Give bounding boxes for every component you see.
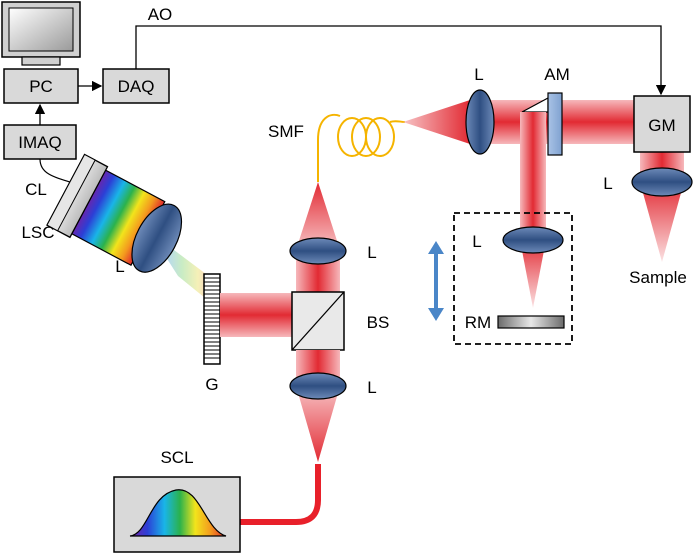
reference-arm-box — [453, 212, 573, 345]
daq-box: DAQ — [102, 68, 170, 104]
translation-arrow-icon — [428, 241, 444, 321]
lens-top — [289, 237, 347, 265]
lens-sample-label: L — [603, 174, 612, 193]
scl-source-box — [113, 476, 241, 553]
am-label: AM — [544, 65, 570, 84]
scl-spectrum-icon — [129, 489, 227, 537]
lens-bottom-label: L — [367, 378, 376, 397]
lens-reference — [502, 226, 564, 254]
gm-label: GM — [648, 116, 675, 135]
gm-box: GM — [633, 95, 691, 153]
source-fiber — [240, 464, 321, 525]
lens-collimator-label: L — [474, 65, 483, 84]
reference-mirror — [497, 315, 565, 329]
scl-label: SCL — [160, 448, 193, 467]
lens-reference-label: L — [472, 232, 481, 251]
imaq-label: IMAQ — [18, 133, 61, 152]
monitor-icon — [1, 1, 81, 66]
cone-sample — [640, 182, 684, 262]
beam-reference — [520, 112, 546, 240]
lens-bottom — [289, 372, 347, 400]
am-plate — [547, 92, 563, 156]
lsc-lens-label: L — [115, 257, 124, 276]
lens-sample — [631, 167, 693, 197]
grating — [203, 273, 221, 365]
bs-label: BS — [367, 313, 390, 332]
smf-fiber — [317, 113, 406, 182]
cone-bottom — [296, 386, 340, 462]
daq-label: DAQ — [118, 77, 155, 96]
imaq-box: IMAQ — [3, 124, 77, 160]
grating-label: G — [205, 375, 218, 394]
lsc-camera — [46, 153, 183, 273]
lsc-label: LSC — [21, 223, 54, 242]
rm-label: RM — [465, 313, 491, 332]
lens-collimator — [465, 89, 495, 155]
cl-label: CL — [25, 180, 47, 199]
lens-top-label: L — [367, 243, 376, 262]
sample-label: Sample — [629, 268, 687, 287]
smf-label: SMF — [268, 122, 304, 141]
beam-grating-bs — [220, 293, 292, 337]
ao-line — [135, 25, 667, 96]
cone-collimator — [403, 100, 470, 144]
ao-label: AO — [148, 5, 173, 24]
cone-reference — [520, 240, 546, 308]
pc-box: PC — [3, 68, 79, 104]
beam-splitter — [291, 291, 345, 351]
pc-label: PC — [29, 77, 53, 96]
cone-top — [296, 182, 340, 250]
